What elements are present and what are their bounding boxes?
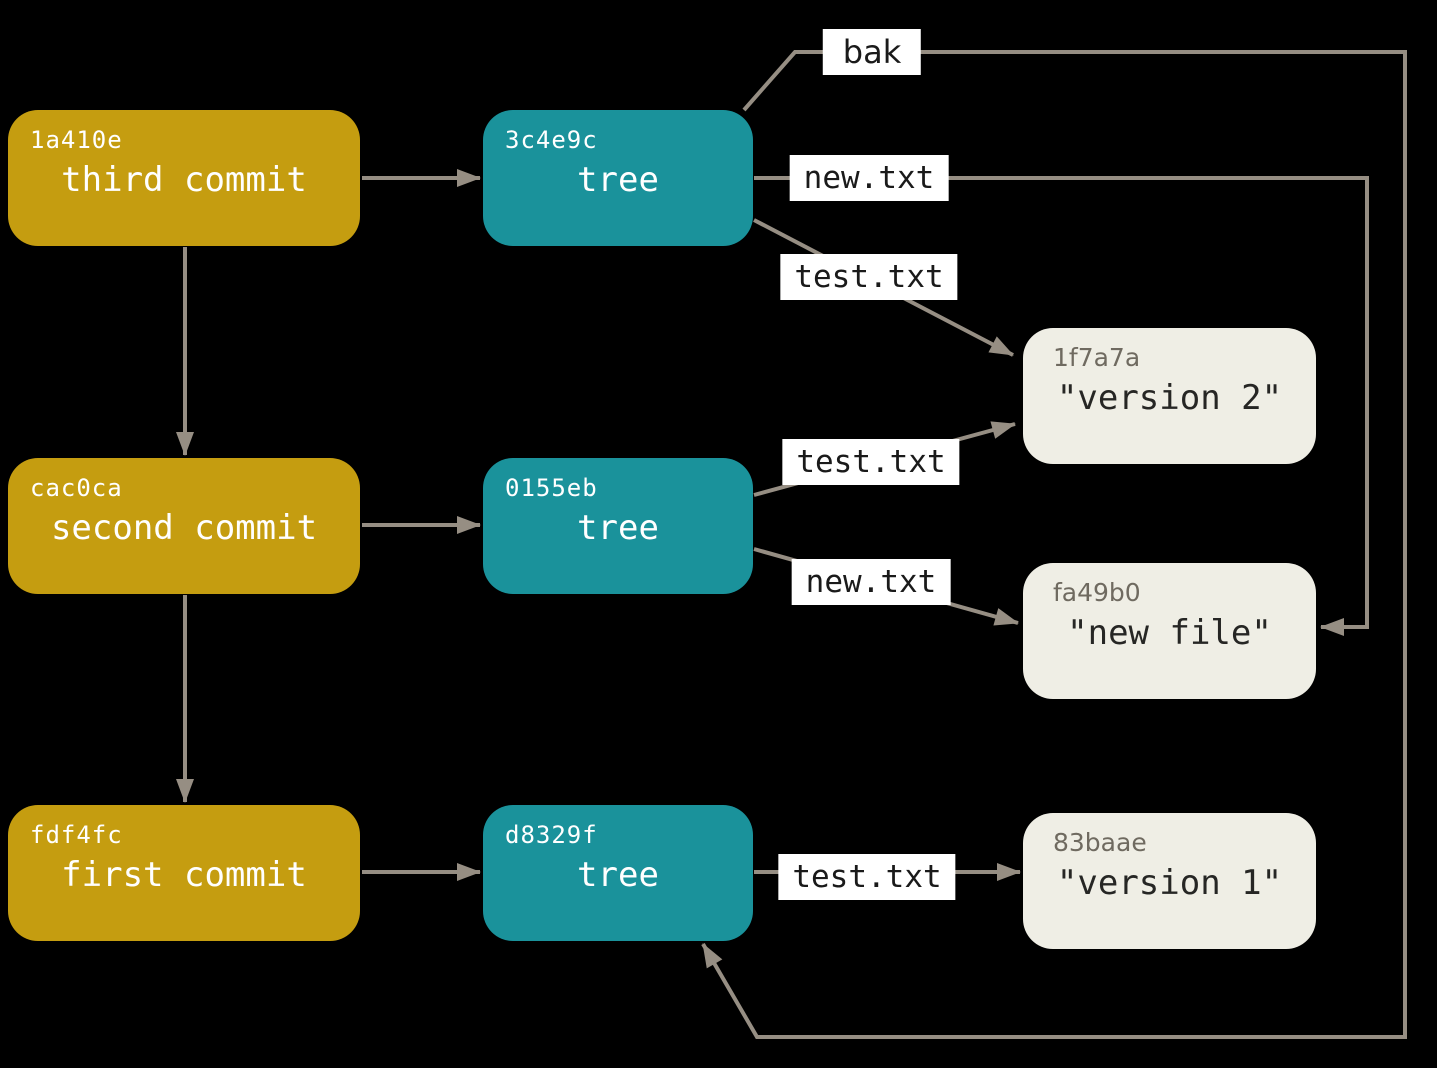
blob-hash: fa49b0 (1053, 578, 1141, 607)
tree-node-0155eb: 0155eb tree (483, 458, 753, 594)
blob-node-newfile: fa49b0 "new file" (1023, 563, 1316, 699)
tree-hash: 3c4e9c (505, 126, 598, 154)
edge-label-testtxt-bottom: test.txt (778, 854, 956, 900)
commit-node-first: fdf4fc first commit (8, 805, 360, 941)
edge-label-testtxt-mid: test.txt (782, 439, 960, 485)
commit-title: first commit (61, 855, 307, 895)
tree-node-d8329f: d8329f tree (483, 805, 753, 941)
edge-newtxt-top-to-newfile-blob (754, 176, 1369, 636)
commit-hash: fdf4fc (30, 821, 123, 849)
tree-title: tree (577, 855, 659, 895)
edge-label-testtxt-top: test.txt (780, 254, 958, 300)
edge-label-newtxt-mid: new.txt (791, 559, 951, 605)
blob-hash: 83baae (1053, 828, 1147, 857)
tree-title: tree (577, 160, 659, 200)
edge-label-newtxt-top: new.txt (789, 155, 949, 201)
blob-content: "version 2" (1056, 378, 1283, 418)
edge-bak-to-first-tree (701, 50, 1407, 1039)
tree-node-3c4e9c: 3c4e9c tree (483, 110, 753, 246)
tree-title: tree (577, 508, 659, 548)
blob-node-version1: 83baae "version 1" (1023, 813, 1316, 949)
commit-node-second: cac0ca second commit (8, 458, 360, 594)
tree-hash: d8329f (505, 821, 598, 849)
commit-hash: 1a410e (30, 126, 123, 154)
blob-content: "new file" (1067, 613, 1272, 653)
blob-hash: 1f7a7a (1053, 343, 1141, 372)
commit-title: second commit (50, 508, 318, 548)
blob-content: "version 1" (1056, 863, 1283, 903)
commit-hash: cac0ca (30, 474, 123, 502)
edge-label-bak: bak (822, 29, 922, 75)
commit-title: third commit (61, 160, 307, 200)
tree-hash: 0155eb (505, 474, 598, 502)
commit-node-third: 1a410e third commit (8, 110, 360, 246)
blob-node-version2: 1f7a7a "version 2" (1023, 328, 1316, 464)
